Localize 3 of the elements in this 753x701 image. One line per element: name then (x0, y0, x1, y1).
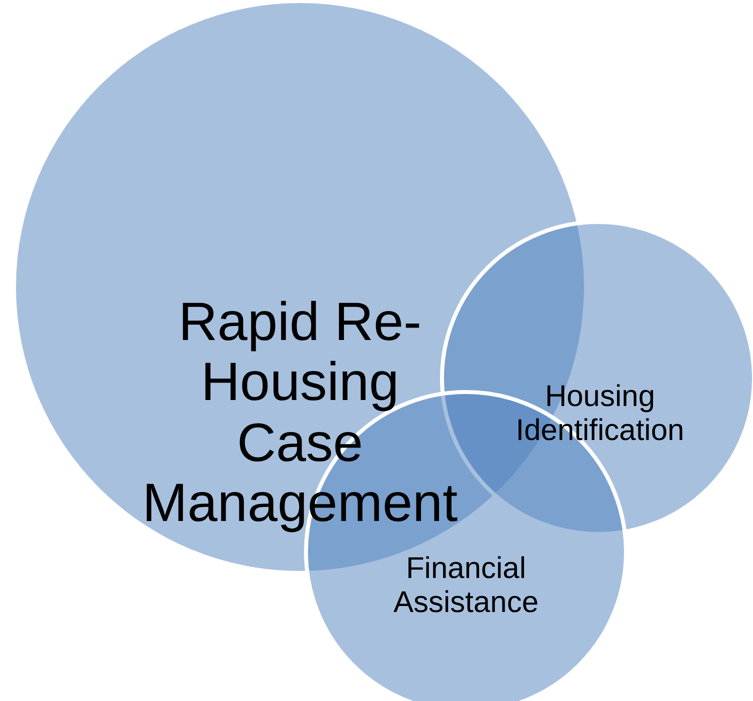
circle-label: Financial Assistance (392, 552, 540, 620)
circle-label: Rapid Re-Housing Case Management (141, 292, 459, 534)
circle-label: Housing Identification (514, 380, 686, 448)
